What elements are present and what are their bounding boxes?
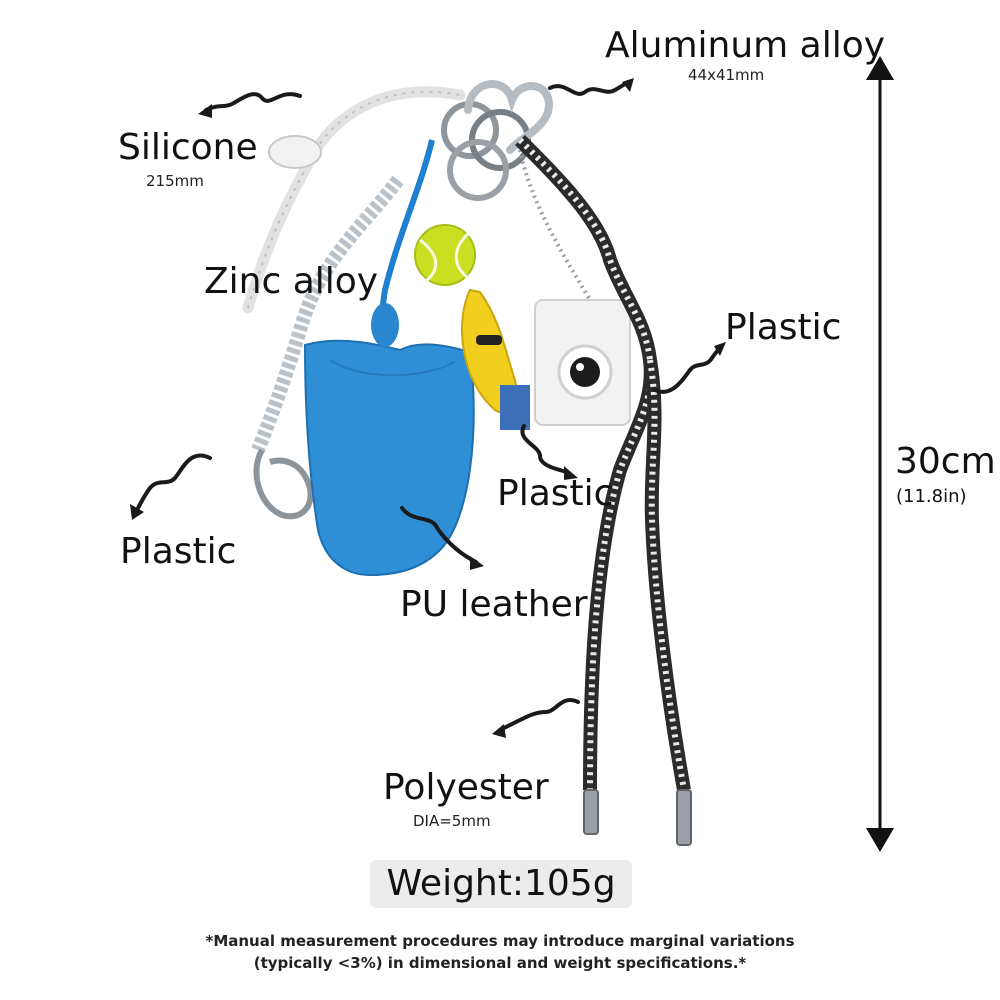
weight-badge: Weight:105g — [370, 860, 632, 908]
lobster-clasp — [253, 448, 314, 520]
plastic-left-label: Plastic — [120, 531, 237, 572]
curly-arrow-icon — [653, 342, 726, 394]
polyester-cord — [515, 135, 658, 791]
silicone-bulb — [268, 135, 322, 169]
dimension-inch-label: (11.8in) — [896, 486, 967, 507]
footnote: *Manual measurement procedures may intro… — [100, 930, 900, 974]
chain-strap — [251, 175, 404, 453]
curly-arrow-icon — [130, 453, 212, 520]
plastic-right-label: Plastic — [725, 307, 842, 348]
plastic-middle-label: Plastic — [497, 473, 614, 514]
polyester-material-label: Polyester — [383, 767, 549, 808]
aluminum-carabiner — [464, 80, 553, 154]
lego-base — [500, 385, 530, 430]
aluminum-material-label: Aluminum alloy — [605, 25, 886, 66]
curly-arrow-icon — [548, 78, 634, 96]
aluminum-size-label: 44x41mm — [688, 66, 765, 84]
curly-arrow-icon — [198, 92, 302, 118]
zinc-material-label: Zinc alloy — [204, 261, 379, 302]
footnote-line-2: (typically <3%) in dimensional and weigh… — [253, 954, 747, 972]
cord-aglet — [583, 789, 599, 835]
silicone-size-label: 215mm — [146, 172, 204, 190]
polyester-size-label: DIA=5mm — [413, 812, 491, 830]
curly-arrow-icon — [400, 506, 484, 570]
leather-pouch — [303, 339, 475, 577]
silicone-material-label: Silicone — [118, 127, 258, 168]
dimension-cm-label: 30cm — [895, 441, 996, 482]
cord-aglet — [676, 789, 692, 846]
pu-leather-label: PU leather — [400, 584, 588, 625]
curly-arrow-icon — [492, 698, 580, 738]
pouch-knot — [371, 303, 399, 347]
footnote-line-1: *Manual measurement procedures may intro… — [205, 932, 795, 950]
double-headed-arrow-icon — [866, 56, 894, 852]
curly-arrow-icon — [520, 424, 578, 480]
key-ring — [447, 139, 509, 201]
